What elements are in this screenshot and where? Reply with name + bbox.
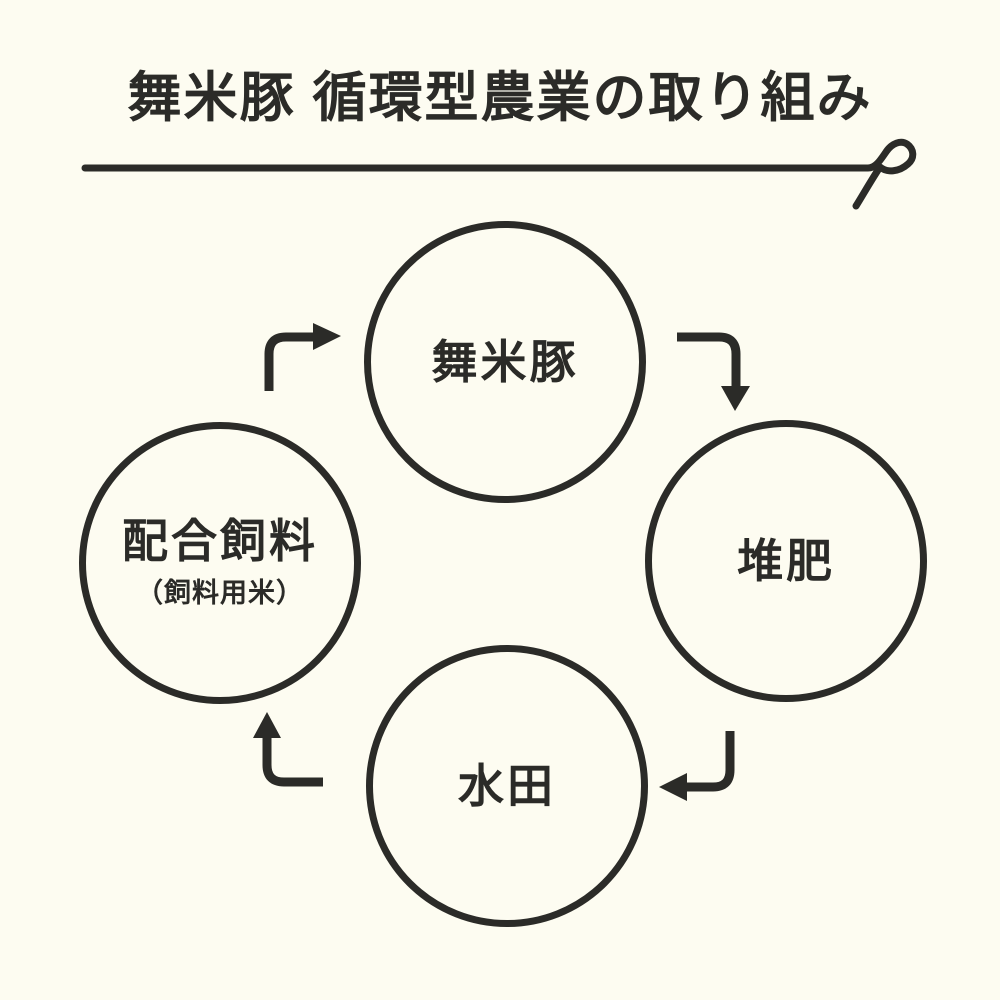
arrow-maimaiton-to-taihi <box>677 332 750 411</box>
arrow-right-icon <box>313 323 341 350</box>
arrow-taihi-to-suiden <box>659 731 735 801</box>
arrow-shaft <box>686 731 735 792</box>
node-maimaiton: 舞米豚 <box>364 221 646 503</box>
node-suiden: 水田 <box>366 645 648 927</box>
node-haigo-shiryo-label: 配合飼料 <box>122 515 318 568</box>
page-title: 舞米豚 循環型農業の取り組み <box>127 68 873 128</box>
arrow-shaft <box>264 332 314 391</box>
node-taihi-label: 堆肥 <box>737 534 835 587</box>
node-haigo-shiryo-sublabel: （飼料用米） <box>136 577 304 608</box>
arrow-suiden-to-feed <box>253 712 323 787</box>
node-haigo-shiryo: 配合飼料 （飼料用米） <box>79 422 361 704</box>
node-suiden-label: 水田 <box>458 759 556 812</box>
node-maimaiton-label: 舞米豚 <box>431 335 579 388</box>
arrow-down-icon <box>721 386 750 411</box>
arrow-shaft <box>677 332 741 387</box>
arrow-feed-to-maimaiton <box>264 323 341 391</box>
arrow-up-icon <box>253 712 281 738</box>
arrow-left-icon <box>659 773 687 801</box>
title-underline-flourish-icon <box>81 138 917 210</box>
arrow-shaft <box>262 737 323 787</box>
node-taihi: 堆肥 <box>645 420 927 702</box>
